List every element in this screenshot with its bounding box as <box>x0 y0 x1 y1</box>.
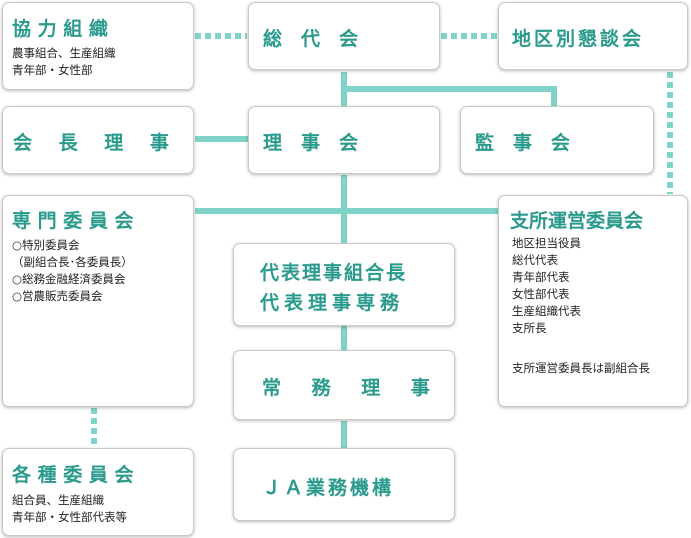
connector-jomu-ja <box>341 421 347 448</box>
node-daihyo-riji: 代表理事組合長 代表理事専務 <box>233 243 455 326</box>
node-title: 常 務 理 事 <box>262 377 442 399</box>
node-kyoryoku-soshiki: 協 力 組 織 農事組合、生産組織 青年部・女性部 <box>2 2 194 90</box>
node-title: 監 事 会 <box>475 132 571 154</box>
node-line: ○特別委員会 <box>12 238 80 252</box>
node-line: 農事組合、生産組織 <box>12 46 116 60</box>
node-senmon-iinkai: 専 門 委 員 会 ○特別委員会 （副組合長･各委員長） ○総務金融経済委員会 … <box>2 195 194 407</box>
node-line: 生産組織代表 <box>512 304 581 318</box>
node-line: 組合員、生産組織 <box>12 493 104 507</box>
node-title: 総 代 会 <box>263 28 359 50</box>
node-line: 地区担当役員 <box>512 236 581 250</box>
node-kaicho-riji: 会 長 理 事 <box>2 106 194 174</box>
connector-senmon-shisho <box>195 208 500 214</box>
node-title: 協 力 組 織 <box>12 18 108 40</box>
node-kakushu-iinkai: 各 種 委 員 会 組合員、生産組織 青年部・女性部代表等 <box>2 448 194 536</box>
node-shisho-unei-iinkai: 支所運営委員会 地区担当役員 総代代表 青年部代表 女性部代表 生産組織代表 支… <box>498 195 688 407</box>
node-line: 青年部・女性部 <box>12 63 93 77</box>
node-title: 代表理事専務 <box>260 292 405 314</box>
node-title: ＪＡ業務機構 <box>262 477 395 499</box>
node-title: 理 事 会 <box>263 132 359 154</box>
node-line: 青年部・女性部代表等 <box>12 510 127 524</box>
connector-daihyo-jomu <box>341 326 347 350</box>
connector-senmon-kakushu <box>91 408 97 448</box>
node-title: 会 長 理 事 <box>13 132 179 154</box>
connector-sodaikai-chiku <box>441 33 497 39</box>
node-line: ○総務金融経済委員会 <box>12 272 126 286</box>
node-sodaikai: 総 代 会 <box>248 2 440 70</box>
node-title: 専 門 委 員 会 <box>12 210 134 232</box>
node-jomu-riji: 常 務 理 事 <box>233 350 455 420</box>
node-title: 各 種 委 員 会 <box>12 464 134 486</box>
connector-branch-kanjikai-h <box>341 86 557 92</box>
node-ja-gyomu-kiko: ＪＡ業務機構 <box>233 448 455 521</box>
connector-chiku-shisho <box>667 72 673 194</box>
node-title: 代表理事組合長 <box>260 262 408 284</box>
node-line: 総代代表 <box>512 253 558 267</box>
node-rijikai: 理 事 会 <box>248 106 440 174</box>
node-line: 青年部代表 <box>512 270 570 284</box>
connector-kyoryoku-sodaikai <box>195 33 247 39</box>
node-line: （副組合長･各委員長） <box>12 255 133 269</box>
node-kanjikai: 監 事 会 <box>460 106 654 174</box>
connector-kaicho-rijikai <box>195 136 249 142</box>
node-line: 女性部代表 <box>512 287 570 301</box>
node-line: 支所長 <box>512 321 547 335</box>
node-line: 支所運営委員長は副組合長 <box>512 361 650 375</box>
node-title: 地区別懇談会 <box>512 28 645 50</box>
node-chiku-betsu-kondankai: 地区別懇談会 <box>498 2 688 70</box>
node-title: 支所運営委員会 <box>510 210 644 232</box>
node-line: ○営農販売委員会 <box>12 289 103 303</box>
connector-branch-kanjikai-v <box>551 86 557 106</box>
